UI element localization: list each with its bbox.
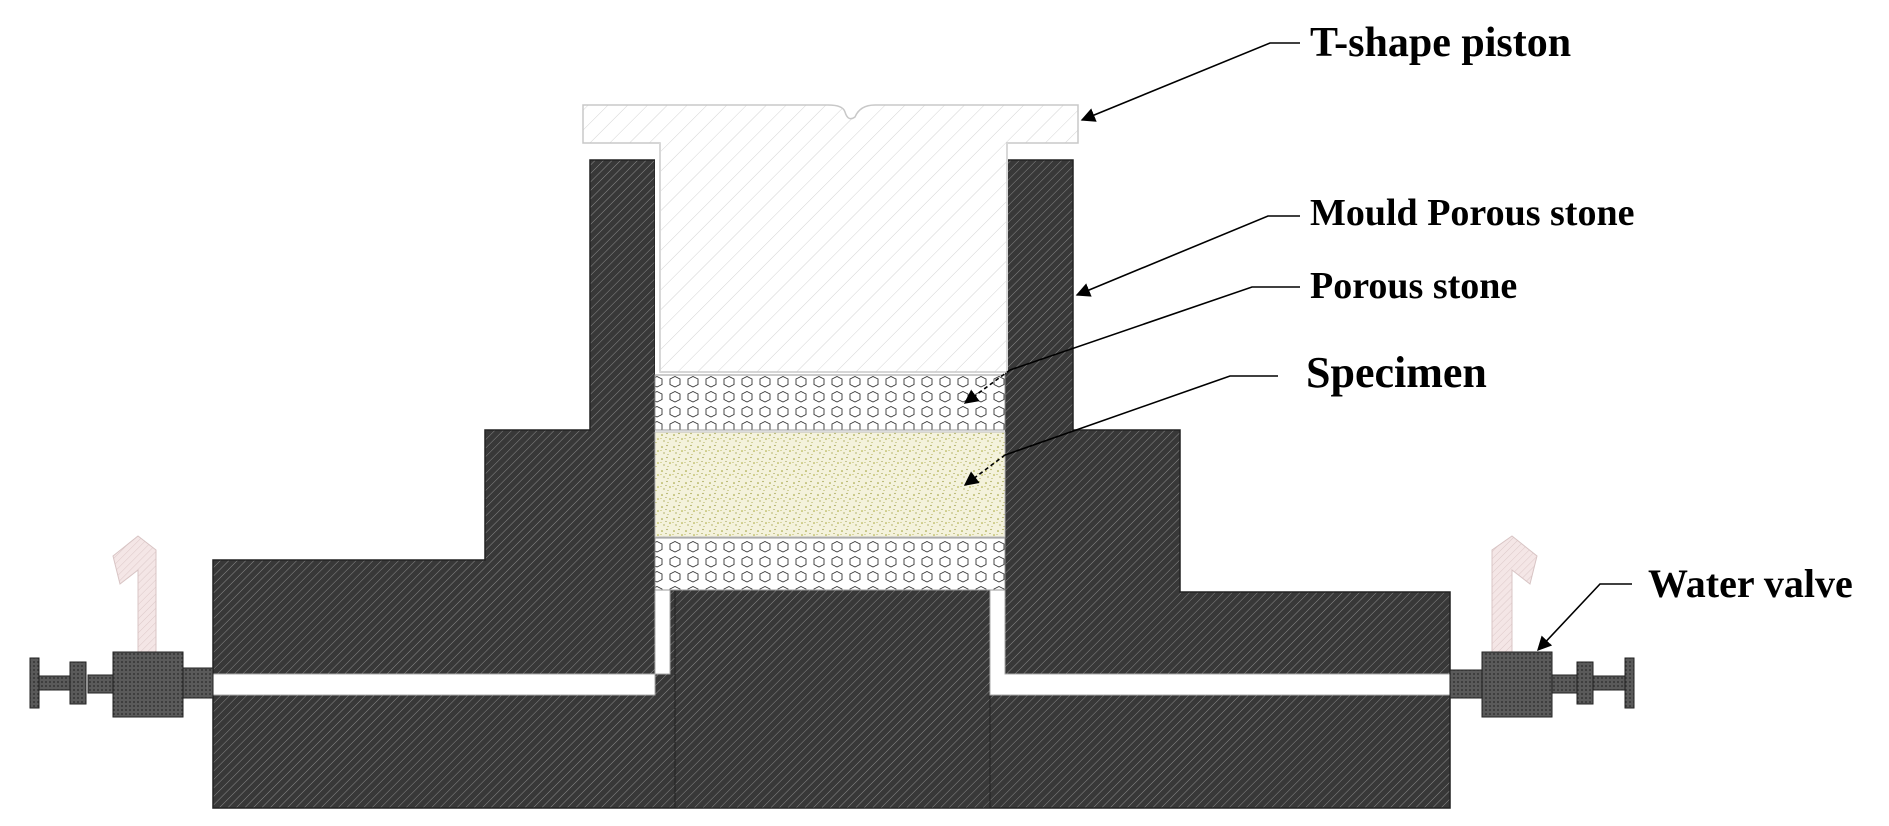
label-mould-porous-stone: Mould Porous stone [1310,192,1634,234]
left-water-valve[interactable] [29,535,214,718]
leader-mould-stone [1075,215,1300,297]
right-valve-body [1481,651,1553,718]
base-boss [674,589,991,809]
t-shape-piston [582,104,1079,373]
leader-specimen [1004,375,1278,456]
lower-porous-stone [654,537,1006,591]
label-water-valve: Water valve [1648,561,1853,606]
leader-porous-stone-dash [963,369,1011,404]
right-water-valve[interactable] [1449,535,1635,718]
left-valve-body [112,651,184,718]
upper-porous-stone [654,374,1006,431]
label-t-shape-piston: T-shape piston [1310,20,1571,66]
leader-water-valve [1537,583,1632,652]
label-specimen: Specimen [1306,348,1487,397]
label-porous-stone: Porous stone [1310,265,1517,307]
right-valve-handle [1491,535,1538,656]
specimen [654,431,1006,538]
leader-porous-stone [1009,286,1300,371]
leader-piston [1080,42,1300,122]
leader-specimen-dash [963,454,1006,486]
